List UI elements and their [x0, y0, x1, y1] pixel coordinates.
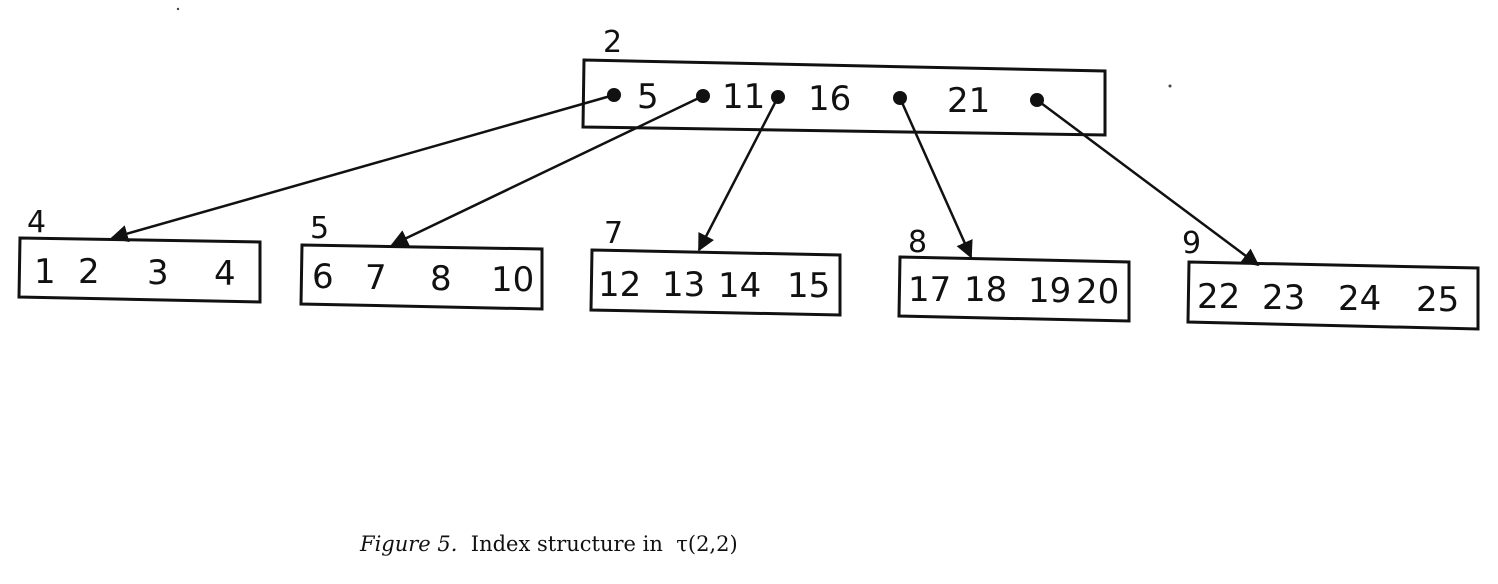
leaf-page-id: 7 — [604, 216, 623, 251]
figure-caption-text: Index structure in — [470, 532, 663, 556]
root-key-2: 16 — [808, 79, 851, 119]
root-page-id: 2 — [603, 25, 622, 60]
leaf-node-box — [589, 248, 842, 317]
leaf-key: 3 — [147, 253, 169, 293]
leaf-key: 25 — [1416, 280, 1459, 320]
leaf-key: 17 — [908, 270, 951, 310]
index-structure-diagram: 2 5 11 16 21 4 1 2 3 4 5 6 7 8 10 7 — [17, 7, 1480, 331]
edge-to-leaf-3 — [898, 97, 973, 259]
edge-to-leaf-0 — [110, 93, 615, 243]
leaf-page-id: 8 — [908, 225, 927, 260]
leaf-key: 10 — [491, 260, 534, 300]
leaf-node-box — [17, 236, 262, 304]
leaf-node-box — [897, 255, 1131, 323]
pointer-edges — [110, 93, 1260, 267]
root-node: 2 5 11 16 21 — [581, 25, 1107, 137]
edge-to-leaf-4 — [1036, 98, 1260, 267]
root-key-1: 11 — [722, 77, 765, 117]
leaf-key: 19 — [1028, 271, 1071, 311]
leaf-key: 20 — [1076, 272, 1119, 312]
leaf-page-id: 4 — [27, 205, 46, 240]
leaf-key: 7 — [365, 258, 387, 298]
figure-caption-math: τ(2,2) — [676, 532, 738, 556]
leaf-key: 22 — [1197, 277, 1240, 317]
leaf-key: 23 — [1262, 278, 1305, 318]
leaf-node: 8 17 18 19 20 — [897, 225, 1131, 323]
leaf-key: 24 — [1338, 279, 1381, 319]
leaf-key: 12 — [598, 265, 641, 305]
leaf-page-id: 5 — [310, 211, 329, 246]
leaf-node: 9 22 23 24 25 — [1182, 226, 1480, 331]
figure-label: Figure 5. — [360, 532, 458, 556]
leaf-node: 5 6 7 8 10 — [299, 211, 544, 311]
figure-caption: Figure 5. Index structure in τ(2,2) — [360, 532, 738, 556]
leaf-key: 15 — [787, 266, 830, 306]
leaf-node-box — [1186, 260, 1480, 331]
scan-speck — [1168, 84, 1172, 88]
leaf-key: 2 — [78, 252, 100, 292]
leaf-node: 4 1 2 3 4 — [17, 205, 262, 304]
leaf-key: 8 — [430, 259, 452, 299]
scan-speck — [176, 7, 180, 11]
leaf-key: 13 — [662, 265, 705, 305]
leaf-key: 4 — [214, 254, 236, 294]
leaf-page-id: 9 — [1182, 226, 1201, 261]
leaf-key: 14 — [718, 266, 761, 306]
leaf-key: 6 — [312, 257, 334, 297]
leaf-key: 18 — [964, 270, 1007, 310]
leaf-node-box — [299, 243, 544, 311]
edge-to-leaf-2 — [697, 96, 780, 252]
root-key-3: 21 — [947, 81, 990, 121]
root-key-0: 5 — [637, 77, 659, 117]
leaf-node: 7 12 13 14 15 — [589, 216, 842, 317]
leaf-key: 1 — [34, 252, 56, 292]
edge-to-leaf-1 — [390, 94, 704, 247]
